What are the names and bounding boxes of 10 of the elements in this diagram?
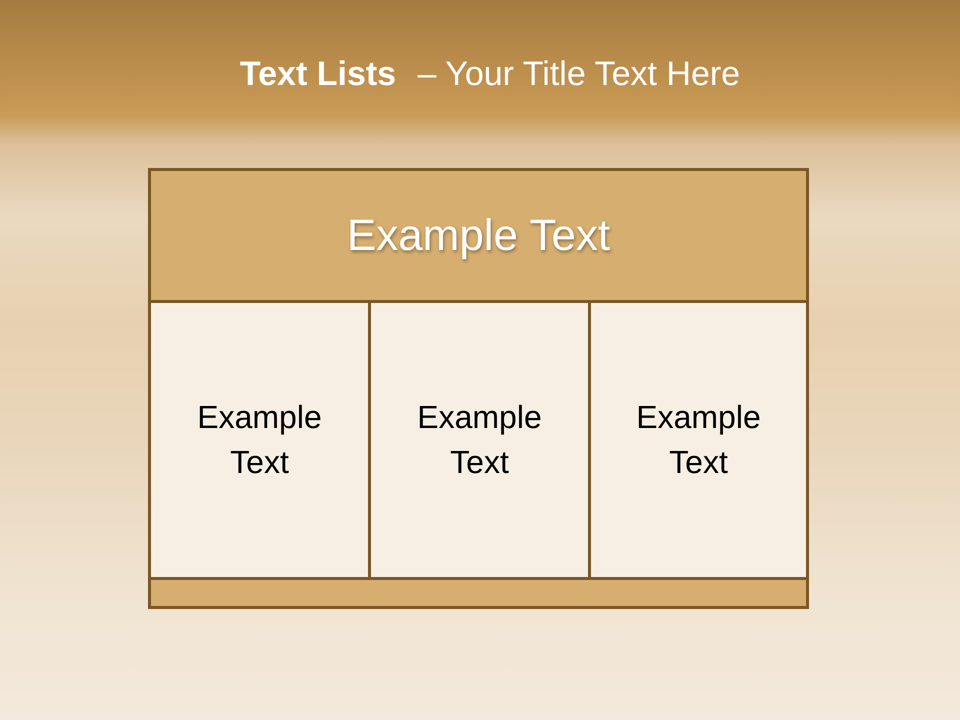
- panel-text: Example Text: [635, 398, 762, 482]
- text-panel: [588, 300, 809, 580]
- panel-text: Example Text: [196, 398, 323, 482]
- text-panel: [368, 300, 591, 580]
- text-panel: [148, 300, 371, 580]
- panel-text: Example Text: [416, 398, 543, 482]
- header-band: [148, 168, 809, 303]
- title-text: Text Lists – Your Title Text Here: [240, 55, 740, 93]
- footer-bar: [148, 577, 809, 609]
- header-text: Example Text: [346, 210, 610, 262]
